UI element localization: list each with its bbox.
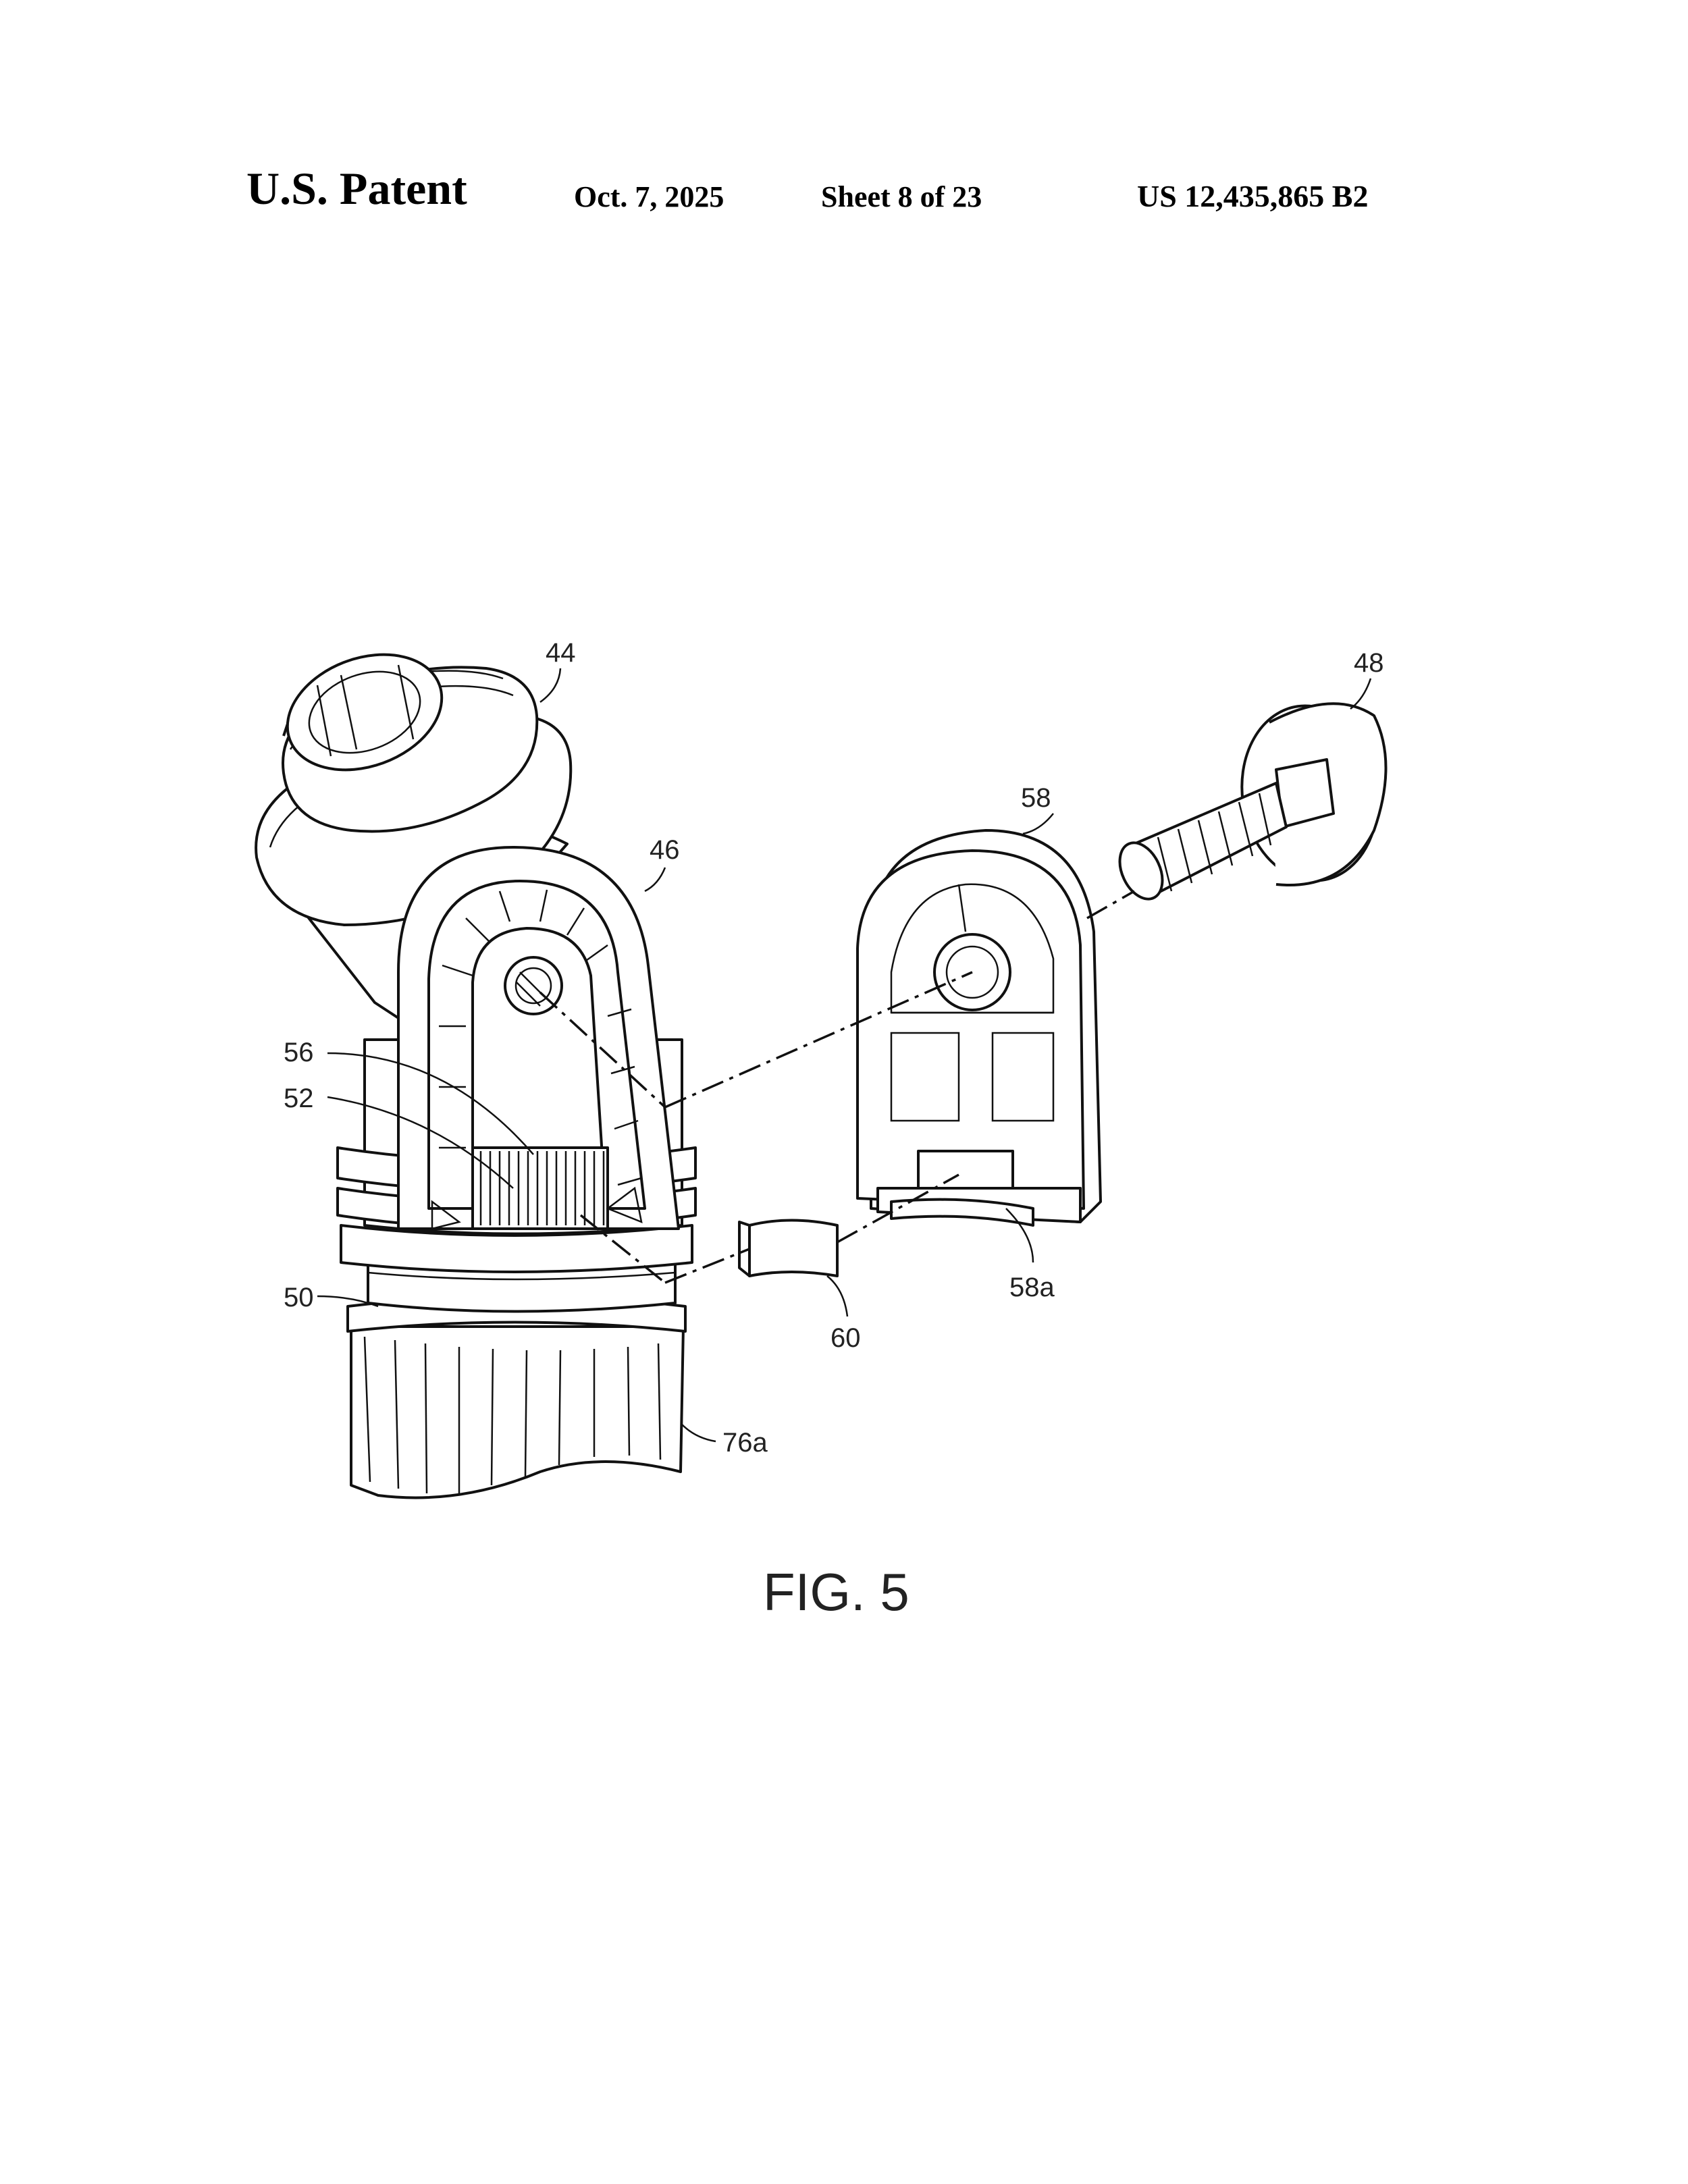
label-48: 48: [1354, 648, 1384, 678]
label-52: 52: [284, 1084, 314, 1113]
handle-grip: [346, 1295, 687, 1499]
collar-ring: [340, 1224, 693, 1313]
leader-lines: [317, 668, 1372, 1443]
label-50: 50: [284, 1283, 314, 1312]
label-56: 56: [284, 1038, 314, 1067]
header-date: Oct. 7, 2025: [574, 180, 724, 213]
arch-housing-46: [397, 846, 680, 1230]
figure-caption: FIG. 5: [763, 1562, 909, 1622]
label-58a: 58a: [1009, 1273, 1055, 1302]
retainer-58: [856, 829, 1102, 1227]
label-76a: 76a: [722, 1428, 768, 1458]
header-patent-number: US 12,435,865 B2: [1137, 179, 1369, 213]
knurl-lines: [479, 1151, 605, 1225]
label-46: 46: [650, 835, 680, 865]
assembly-dashed-lines: [539, 890, 1135, 1284]
header-patent-label: U.S. Patent: [246, 163, 467, 214]
label-60: 60: [830, 1323, 861, 1353]
block-60: [738, 1219, 839, 1277]
label-58: 58: [1021, 783, 1051, 813]
header-sheet-number: Sheet 8 of 23: [821, 180, 982, 213]
bolt-knob-48: [1118, 702, 1388, 901]
label-44: 44: [546, 638, 576, 668]
